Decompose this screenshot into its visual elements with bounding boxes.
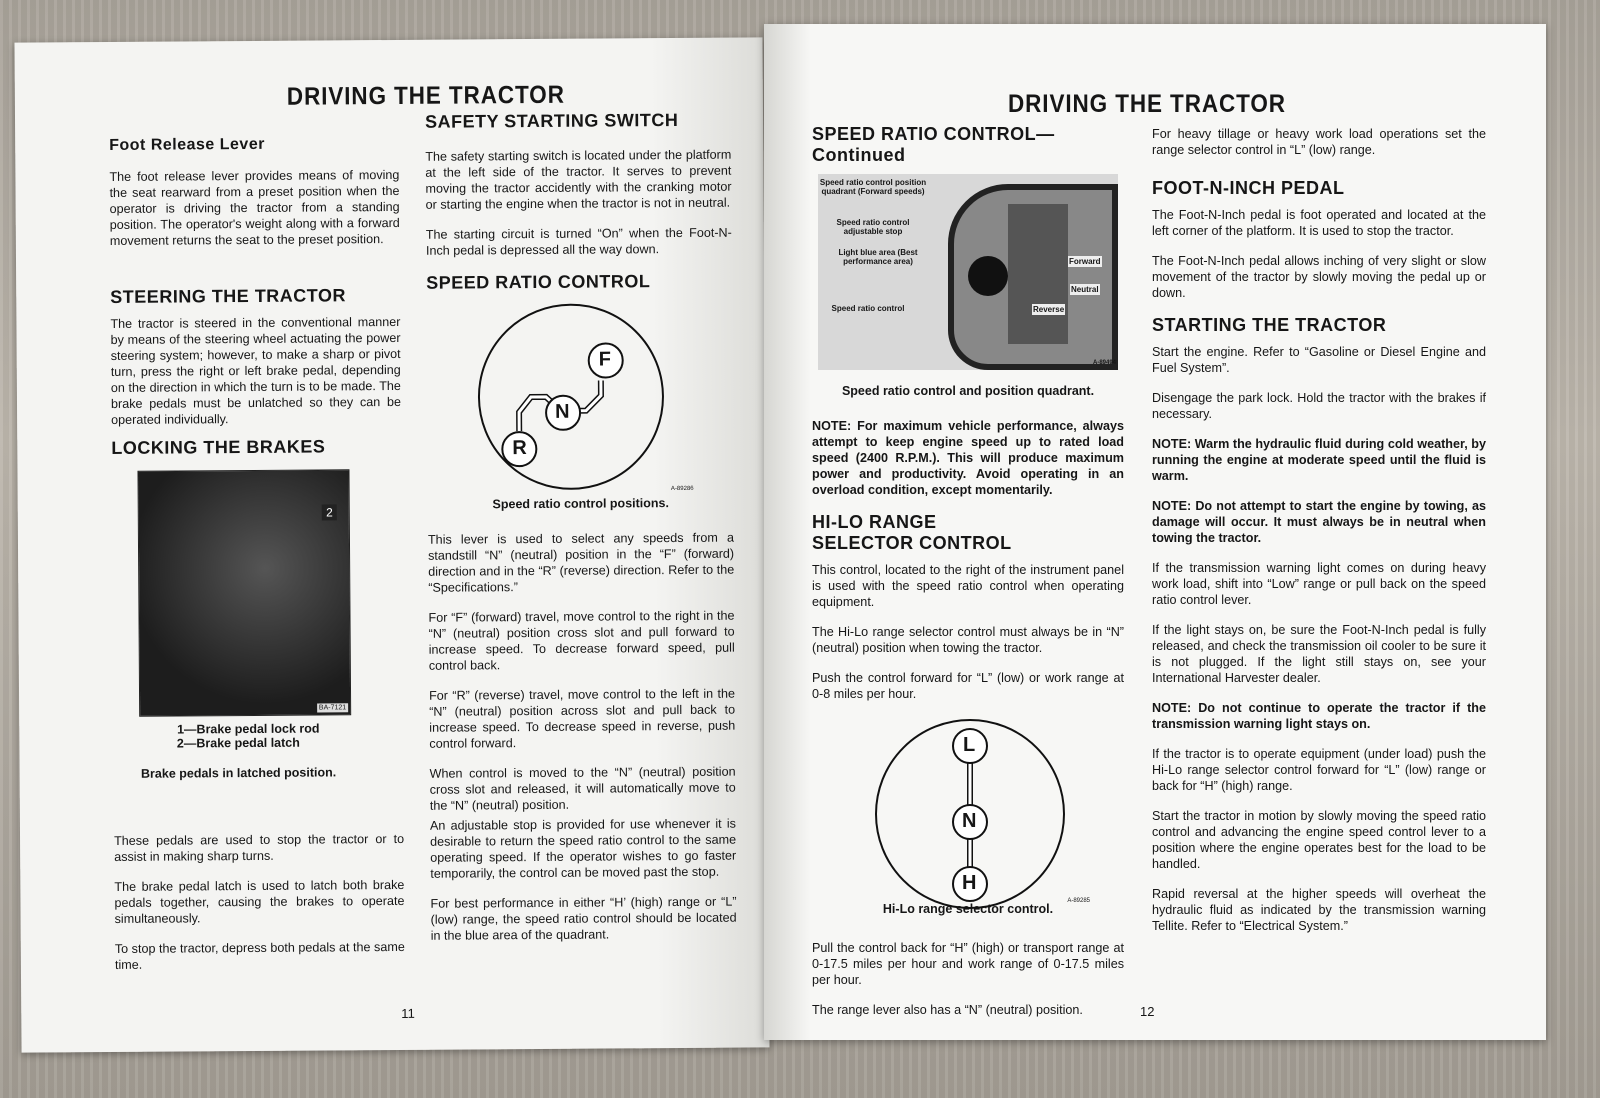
left-page: DRIVING THE TRACTOR Foot Release Lever T… <box>14 37 770 1053</box>
paragraph: Push the control forward for “L” (low) o… <box>812 671 1124 701</box>
position-n: N <box>962 810 977 832</box>
paragraph: The Foot-N-Inch pedal is foot operated a… <box>1152 208 1486 238</box>
section-heading: FOOT-N-INCH PEDAL <box>1152 178 1345 198</box>
diagram-caption: Hi-Lo range selector control. <box>882 902 1054 916</box>
position-h: H <box>962 872 977 894</box>
photo-label: Light blue area (Best performance area) <box>838 248 918 266</box>
position-n: N <box>554 400 570 423</box>
position-f: F <box>598 348 612 371</box>
paragraph: Start the tractor in motion by slowly mo… <box>1152 809 1486 871</box>
note: NOTE: For maximum vehicle performance, a… <box>812 419 1124 497</box>
page-number: 12 <box>1140 1004 1155 1019</box>
paragraph: For “R” (reverse) travel, move control t… <box>429 686 736 751</box>
paragraph: The range lever also has a “N” (neutral)… <box>812 1003 1083 1017</box>
left-column-1: Foot Release Lever The foot release leve… <box>109 135 405 987</box>
photo-label: Speed ratio control adjustable stop <box>836 218 910 236</box>
page-title: DRIVING THE TRACTOR <box>286 80 565 111</box>
section-heading: SAFETY STARTING SWITCH <box>424 109 679 132</box>
paragraph: The foot release lever provides means of… <box>109 167 400 248</box>
photo-callout: 2 <box>322 504 337 521</box>
paragraph: The starting circuit is turned “On” when… <box>425 225 732 258</box>
note: NOTE: Do not attempt to start the engine… <box>1152 499 1486 545</box>
note: NOTE: Warm the hydraulic fluid during co… <box>1152 437 1486 483</box>
brake-pedal-photo: 2 BA-7121 <box>137 469 352 717</box>
photo-caption: Speed ratio control and position quadran… <box>841 384 1095 398</box>
paragraph: The safety starting switch is located un… <box>425 147 732 212</box>
right-column-1: SPEED RATIO CONTROL—Continued Speed rati… <box>812 124 1124 1032</box>
paragraph: An adjustable stop is provided for use w… <box>429 816 737 881</box>
diagram-caption: Speed ratio control positions. <box>492 496 669 512</box>
paragraph: For heavy tillage or heavy work load ope… <box>1152 127 1486 157</box>
paragraph: These pedals are used to stop the tracto… <box>114 831 405 864</box>
photo-legend-2: 2—Brake pedal latch <box>176 735 300 751</box>
paragraph: To stop the tractor, depress both pedals… <box>114 939 405 972</box>
paragraph: The Foot-N-Inch pedal allows inching of … <box>1152 254 1486 300</box>
paragraph: The brake pedal latch is used to latch b… <box>114 877 405 926</box>
diagram-code: A-89285 <box>1067 898 1090 904</box>
paragraph: Pull the control back for “H” (high) or … <box>812 941 1124 987</box>
shift-pattern-diagram <box>477 303 664 490</box>
photo-knob <box>968 256 1008 296</box>
section-heading: SPEED RATIO CONTROL <box>426 271 651 293</box>
photo-label: Speed ratio control <box>831 304 905 313</box>
diagram-code: A-89286 <box>670 485 694 493</box>
page-title: DRIVING THE TRACTOR <box>1008 90 1286 118</box>
range-pattern-diagram <box>875 719 1065 909</box>
section-heading: SPEED RATIO CONTROL—Continued <box>812 124 1055 165</box>
paragraph: When control is moved to the “N” (neutra… <box>429 764 736 813</box>
right-page: DRIVING THE TRACTOR SPEED RATIO CONTROL—… <box>764 24 1546 1040</box>
paragraph: Rapid reversal at the higher speeds will… <box>1152 887 1486 933</box>
paragraph: If the transmission warning light comes … <box>1152 561 1486 607</box>
photo-label: Speed ratio control position quadrant (F… <box>819 178 927 196</box>
hi-lo-diagram: L N H A-89285 <box>870 716 1090 912</box>
paragraph: Disengage the park lock. Hold the tracto… <box>1152 391 1486 421</box>
page-number: 11 <box>401 1005 415 1021</box>
paragraph: If the light stays on, be sure the Foot-… <box>1152 623 1486 685</box>
paragraph: Start the engine. Refer to “Gasoline or … <box>1152 345 1486 375</box>
photo-label: Reverse <box>1032 304 1066 315</box>
section-heading: STEERING THE TRACTOR <box>110 285 347 307</box>
position-r: R <box>512 437 527 460</box>
section-heading: LOCKING THE BRAKES <box>111 436 326 458</box>
photo-code: A-89494 <box>1092 360 1116 366</box>
speed-ratio-quadrant-photo: Speed ratio control position quadrant (F… <box>818 174 1118 370</box>
paragraph: The Hi-Lo range selector control must al… <box>812 625 1124 655</box>
photo-code: BA-7121 <box>316 703 349 713</box>
photo-caption: Brake pedals in latched position. <box>140 765 337 781</box>
photo-label: Neutral <box>1070 284 1100 295</box>
paragraph: If the tractor is to operate equipment (… <box>1152 747 1486 793</box>
position-l: L <box>963 734 976 756</box>
paragraph: This control, located to the right of th… <box>812 563 1124 609</box>
photo-label: Forward <box>1068 256 1102 267</box>
paragraph: For “F” (forward) travel, move control t… <box>428 608 735 673</box>
left-column-2: SAFETY STARTING SWITCH The safety starti… <box>425 110 737 958</box>
paragraph: This lever is used to select any speeds … <box>427 530 735 595</box>
section-heading: Foot Release Lever <box>109 135 265 154</box>
note: NOTE: Do not continue to operate the tra… <box>1152 701 1486 731</box>
section-heading: HI-LO RANGE SELECTOR CONTROL <box>812 512 1012 553</box>
photo-quadrant <box>1008 204 1068 344</box>
paragraph: For best performance in either “H’ (high… <box>430 894 737 943</box>
paragraph: The tractor is steered in the convention… <box>110 314 402 427</box>
speed-ratio-diagram: F N R A-89286 <box>470 300 694 497</box>
right-column-2: For heavy tillage or heavy work load ope… <box>1152 126 1486 948</box>
section-heading: STARTING THE TRACTOR <box>1152 315 1387 335</box>
